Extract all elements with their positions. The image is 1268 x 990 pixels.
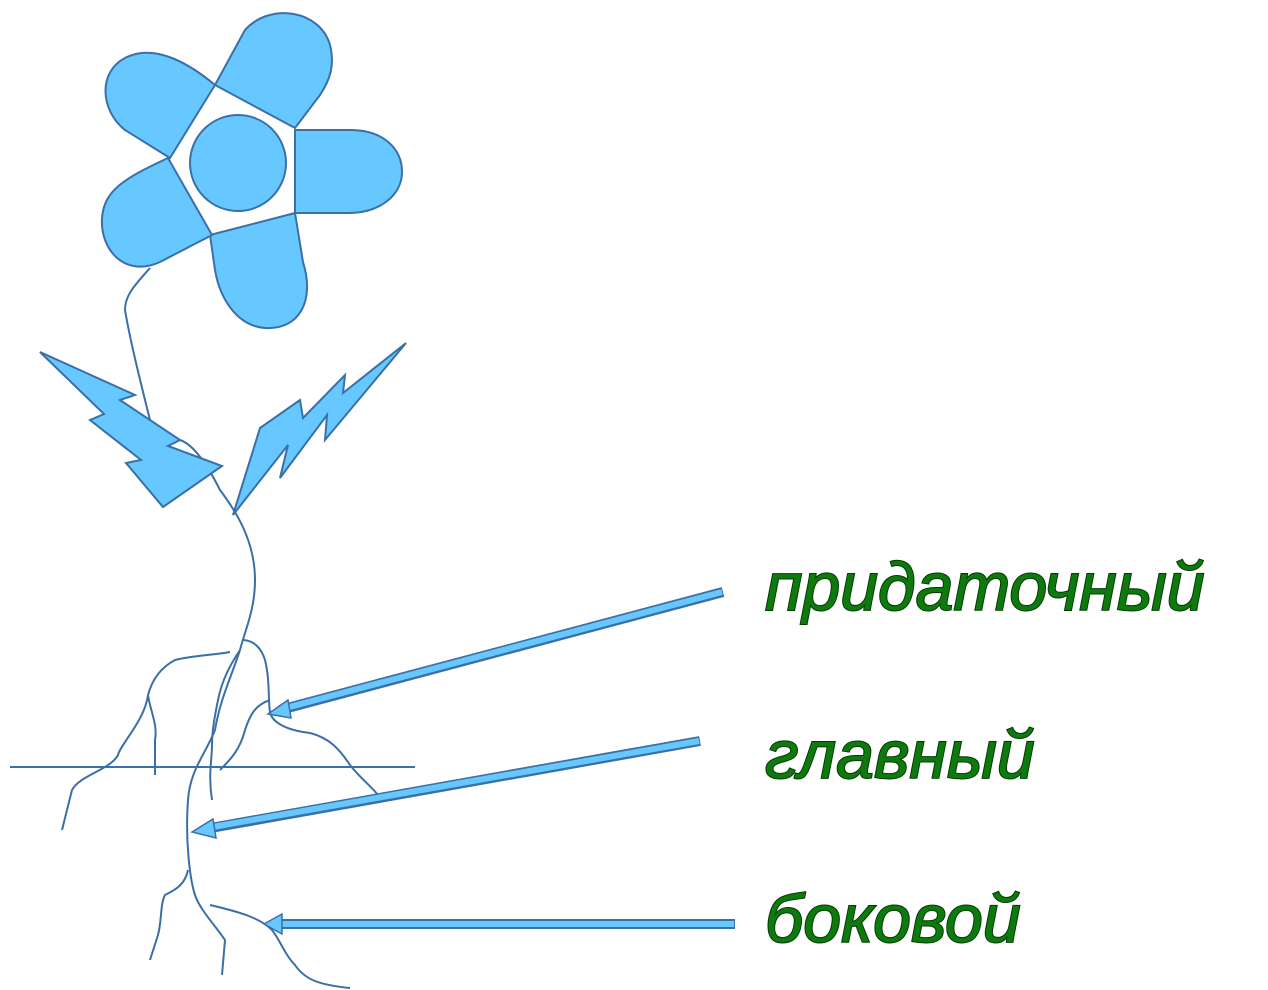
adventitious-root-middle: [210, 650, 240, 800]
arrow-adventitious-fill: [282, 592, 722, 709]
flower: [102, 13, 402, 328]
main-root: [187, 650, 240, 975]
arrow-adventitious-head: [268, 700, 291, 718]
leaf-right: [233, 343, 406, 515]
flower-center: [190, 115, 286, 211]
arrows: [192, 592, 735, 934]
petal-top: [215, 13, 332, 128]
adventitious-root-right: [242, 640, 378, 795]
leaf-left: [40, 352, 222, 507]
arrow-main-fill: [207, 741, 699, 828]
arrow-main-head: [192, 819, 216, 838]
adventitious-root-left: [62, 652, 230, 830]
label-main: главный: [765, 717, 1035, 793]
label-adventitious: придаточный: [765, 549, 1205, 625]
adventitious-root-right-2: [220, 700, 270, 770]
petal-right: [295, 130, 402, 213]
label-lateral: боковой: [765, 881, 1021, 957]
petal-bottom: [210, 213, 307, 328]
root-branch-lower-left: [150, 870, 188, 960]
adventitious-root-left-2: [148, 695, 156, 775]
